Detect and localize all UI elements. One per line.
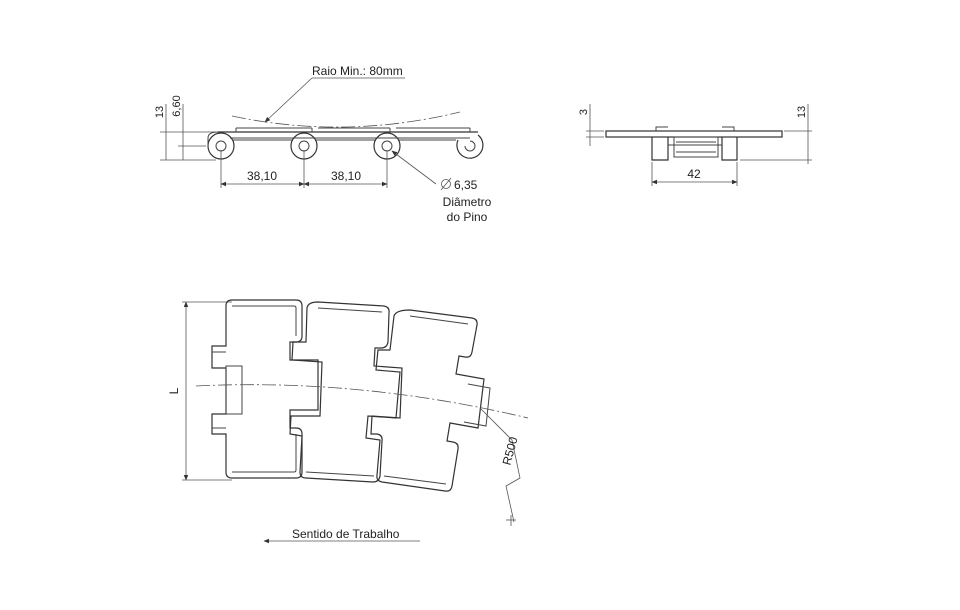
dim-total-height: 13 [154,106,166,118]
link-1 [211,299,319,479]
link-3 [365,309,485,492]
direction-label: Sentido de Trabalho [292,527,400,541]
pitch-2: 38,10 [331,169,361,183]
pin-leader [391,150,437,185]
centre-line [195,384,529,419]
pin-diameter: 6,35 [454,178,478,192]
min-radius-arc [231,111,461,128]
diameter-symbol [440,177,452,191]
pin-caption-line2: do Pino [447,210,488,224]
link-2 [289,301,403,483]
dim-plate: 3 [578,109,590,115]
radius-label: R500 [500,435,521,467]
side-view: Raio Min.: 80mm 13 6,60 [154,64,492,224]
end-view: 3 13 42 [578,104,812,186]
radius-label: Raio Min.: 80mm [312,64,403,78]
barrel-4-open [456,134,484,159]
radius-break-line [505,439,521,523]
end-leg-right [721,137,738,161]
radius-leader [264,77,313,123]
pitch-1: 38,10 [247,169,277,183]
dim-height: 13 [796,106,808,118]
top-view: L R500 Sentido de Trabalho [167,299,529,544]
end-plate [605,130,783,138]
pin-caption-line1: Diâmetro [443,195,492,209]
width-label: L [167,387,181,394]
dim-width: 42 [687,167,701,181]
end-leg-left [651,137,669,161]
dim-link-height: 6,60 [171,95,183,116]
end-pin-block [673,136,719,158]
